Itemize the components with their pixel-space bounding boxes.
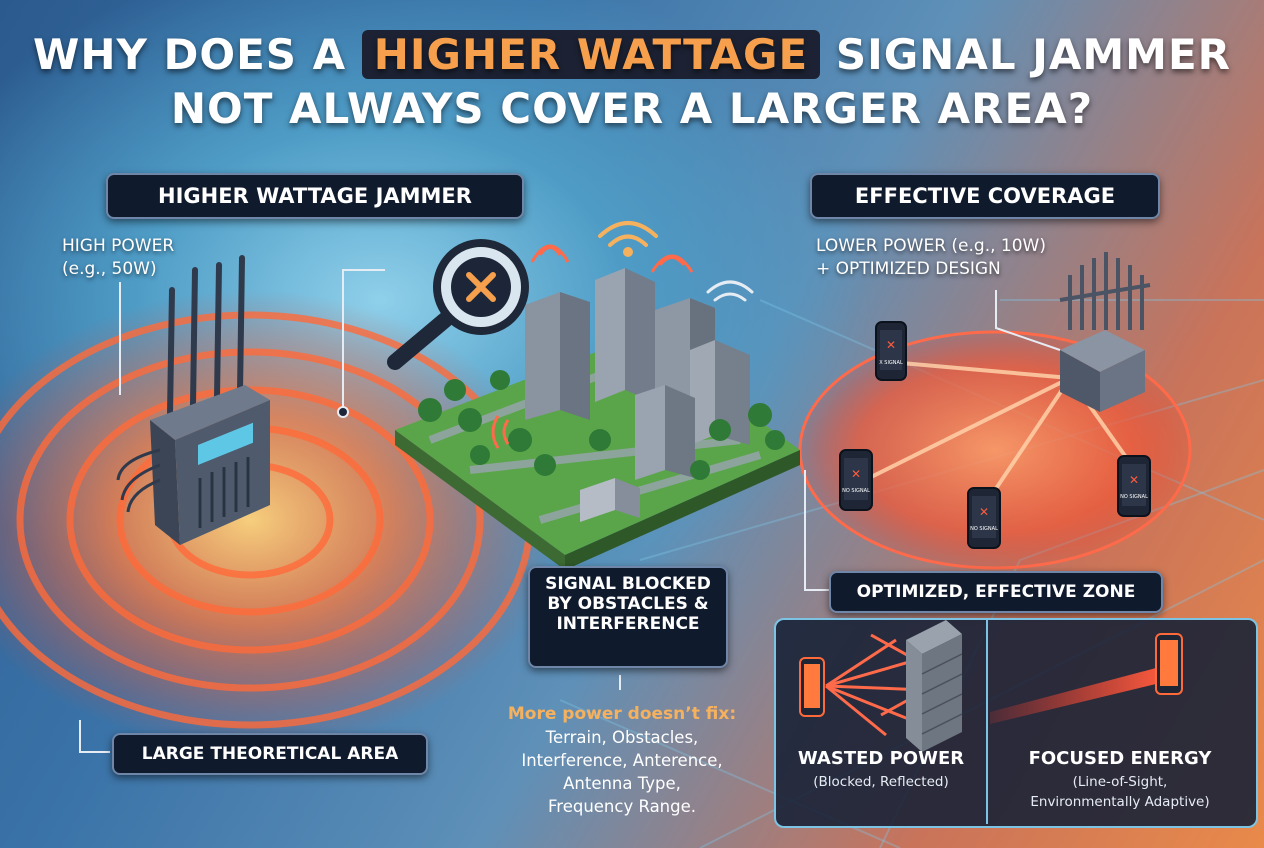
svg-text:✕: ✕ bbox=[979, 505, 989, 519]
blocked-callout: SIGNAL BLOCKED BY OBSTACLES & INTERFEREN… bbox=[528, 566, 728, 668]
zone-label: OPTIMIZED, EFFECTIVE ZONE bbox=[829, 571, 1163, 613]
phone-label: NO SIGNAL bbox=[1120, 494, 1148, 500]
phone-label: NO SIGNAL bbox=[842, 488, 870, 494]
left-area-label: LARGE THEORETICAL AREA bbox=[112, 733, 428, 775]
left-coverage-rings bbox=[0, 290, 560, 750]
focused-sub1: (Line-of-Sight, bbox=[1072, 774, 1168, 790]
focused-title: FOCUSED ENERGY bbox=[1028, 748, 1212, 769]
blocked-line2: BY OBSTACLES & bbox=[547, 594, 709, 614]
jammer-device-icon bbox=[116, 255, 270, 545]
wasted-title: WASTED POWER bbox=[797, 748, 965, 769]
city-block-illustration bbox=[395, 221, 800, 570]
page-title-line2: NOT ALWAYS COVER A LARGER AREA? bbox=[170, 84, 1094, 133]
phone-label: X SIGNAL bbox=[879, 360, 903, 366]
smartphone-icon: ✕ bbox=[839, 449, 873, 511]
note-heading: More power doesn’t fix: bbox=[507, 704, 737, 724]
building bbox=[525, 292, 590, 420]
magnifier-x-icon bbox=[387, 239, 529, 370]
smartphone-icon: ✕ bbox=[875, 321, 907, 381]
title-highlight: HIGHER WATTAGE bbox=[361, 30, 821, 79]
focused-sub2: Environmentally Adaptive) bbox=[1030, 794, 1210, 810]
smartphone-icon: ✕ bbox=[1117, 455, 1151, 517]
page-title-line1: WHY DOES A HIGHER WATTAGE SIGNAL JAMMER bbox=[0, 30, 1264, 79]
building bbox=[690, 340, 750, 445]
svg-text:✕: ✕ bbox=[1129, 473, 1139, 487]
note-line-2: Interference, Anterence, bbox=[521, 751, 723, 770]
title-after: SIGNAL JAMMER bbox=[835, 30, 1231, 79]
right-heading: EFFECTIVE COVERAGE bbox=[810, 173, 1160, 219]
right-power-line1: LOWER POWER (e.g., 10W) bbox=[816, 236, 1046, 256]
comparison-panel: WASTED POWER (Blocked, Reflected) FOCUSE… bbox=[774, 618, 1258, 828]
smartphone-icon bbox=[1155, 633, 1183, 695]
note-line-1: Terrain, Obstacles, bbox=[545, 728, 699, 747]
title-before: WHY DOES A bbox=[33, 30, 347, 79]
wifi-signal-icon bbox=[598, 221, 658, 257]
blocked-line1: SIGNAL BLOCKED bbox=[545, 574, 711, 594]
building bbox=[580, 478, 640, 522]
left-heading: HIGHER WATTAGE JAMMER bbox=[106, 173, 524, 219]
panel-illustration bbox=[799, 620, 1183, 752]
smartphone-icon bbox=[799, 657, 825, 717]
left-power-line1: HIGH POWER bbox=[62, 236, 175, 256]
blocked-line3: INTERFERENCE bbox=[556, 614, 700, 634]
wasted-sub: (Blocked, Reflected) bbox=[813, 774, 949, 790]
note-line-4: Frequency Range. bbox=[547, 797, 697, 816]
smartphone-icon: ✕ bbox=[967, 487, 1001, 549]
antenna-array-icon bbox=[1059, 252, 1151, 412]
svg-text:✕: ✕ bbox=[851, 467, 861, 481]
left-power-line2: (e.g., 50W) bbox=[62, 259, 157, 279]
panel-divider bbox=[986, 620, 988, 824]
building bbox=[635, 385, 695, 480]
building bbox=[595, 268, 655, 402]
brick-wall-icon bbox=[906, 620, 963, 752]
phone-label: NO SIGNAL bbox=[970, 526, 998, 532]
note-line-3: Antenna Type, bbox=[563, 774, 681, 793]
right-power-line2: + OPTIMIZED DESIGN bbox=[816, 259, 1001, 279]
svg-text:✕: ✕ bbox=[886, 338, 896, 352]
